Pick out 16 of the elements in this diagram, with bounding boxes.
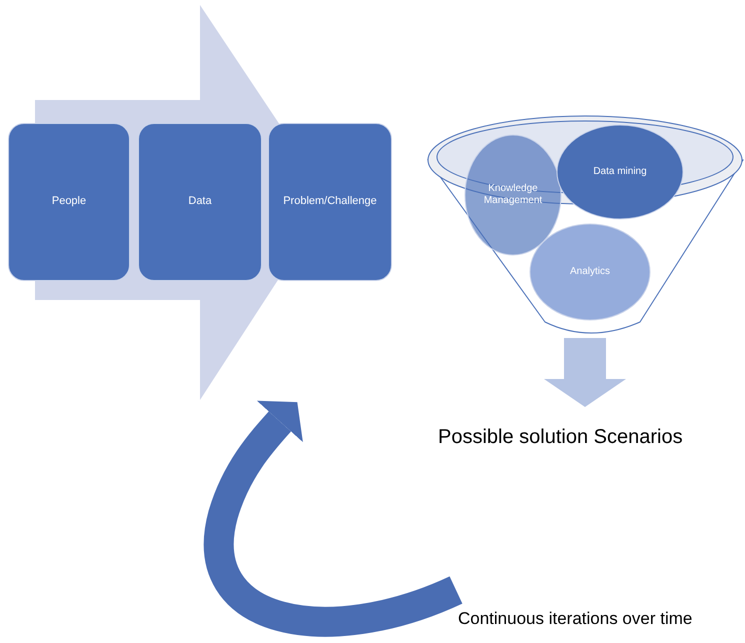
process-box: [8, 123, 130, 281]
node-label: Knowledge Management: [482, 183, 544, 207]
caption-text: Continuous iterations over time: [458, 608, 692, 630]
arrow: [204, 400, 462, 637]
caption-text: Possible solution Scenarios: [438, 425, 683, 449]
node-label: Data mining: [593, 166, 647, 178]
process-box: [138, 123, 262, 281]
process-box: [268, 123, 392, 281]
arrow: [544, 338, 626, 407]
node-label: People: [52, 195, 86, 209]
ellipse-shape: [557, 125, 683, 219]
node-label: Data: [188, 195, 212, 209]
ellipse-shape: [530, 224, 650, 320]
ellipse-shape: [465, 135, 561, 255]
node-label: Problem/Challenge: [283, 195, 377, 209]
node-label: Analytics: [570, 266, 610, 278]
